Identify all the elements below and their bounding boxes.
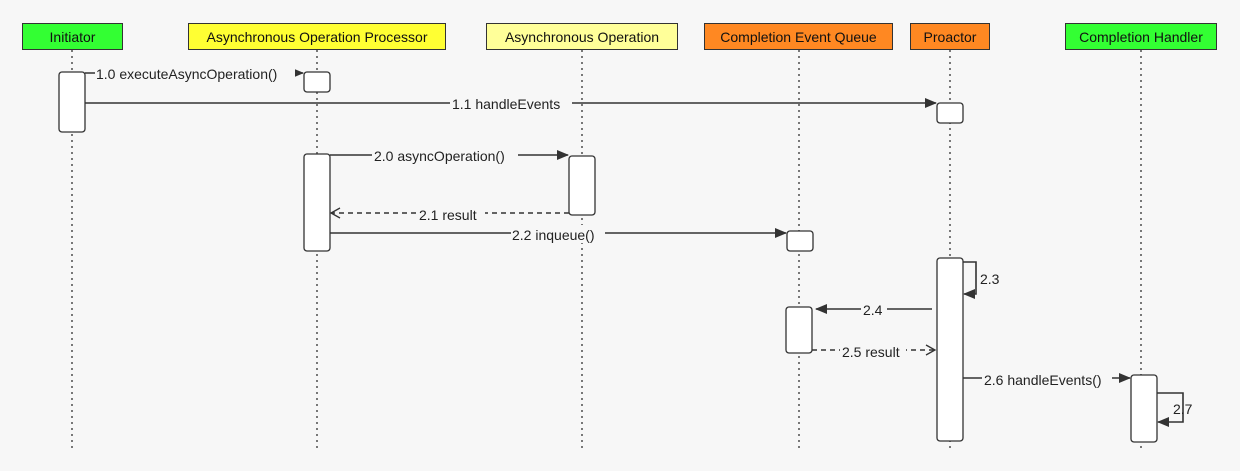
actor-initiator-label: Initiator	[49, 28, 96, 45]
actor-initiator: Initiator	[22, 23, 123, 50]
activation-initiator	[58, 71, 86, 133]
actor-completion-event-queue: Completion Event Queue	[704, 23, 893, 50]
actor-completion-handler: Completion Handler	[1065, 23, 1217, 50]
actor-proactor: Proactor	[910, 23, 990, 50]
activation-async-operation	[568, 155, 596, 216]
actor-async-operation-processor: Asynchronous Operation Processor	[188, 23, 446, 50]
message-2-6-label: 2.6 handleEvents()	[984, 372, 1102, 388]
activation-proactor-1	[936, 102, 964, 124]
message-1-1-label: 1.1 handleEvents	[452, 96, 560, 112]
actor-async-operation-processor-label: Asynchronous Operation Processor	[206, 28, 428, 45]
activation-processor-2	[303, 153, 331, 252]
actor-completion-handler-label: Completion Handler	[1079, 28, 1203, 45]
actor-async-operation-label: Asynchronous Operation	[504, 28, 660, 45]
actor-async-operation: Asynchronous Operation	[486, 23, 678, 50]
actor-completion-event-queue-label: Completion Event Queue	[720, 28, 877, 45]
message-2-3-label: 2.3	[980, 271, 1000, 287]
message-2-7-label: 2.7	[1173, 401, 1193, 417]
message-2-3-arrow	[963, 261, 977, 299]
activation-processor-1	[303, 71, 331, 93]
activation-completion-handler	[1130, 374, 1158, 443]
actor-proactor-label: Proactor	[923, 28, 977, 45]
message-2-1-label: 2.1 result	[419, 207, 477, 223]
message-1-0-label: 1.0 executeAsyncOperation()	[96, 66, 277, 82]
message-2-4-label: 2.4	[863, 302, 883, 318]
message-2-2-label: 2.2 inqueue()	[512, 227, 595, 243]
activation-proactor-2	[936, 257, 964, 442]
message-2-7-arrow	[1157, 392, 1184, 427]
activation-queue-2	[785, 306, 813, 354]
activation-queue-1	[786, 230, 814, 252]
message-2-0-label: 2.0 asyncOperation()	[374, 148, 505, 164]
message-2-5-label: 2.5 result	[842, 344, 900, 360]
